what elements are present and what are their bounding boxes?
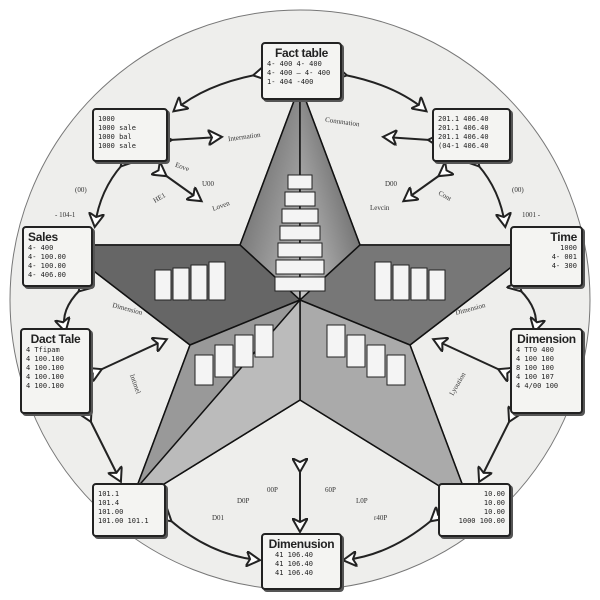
table-title: Fact table <box>274 46 329 60</box>
table-dact-tale[interactable]: Dact Tale 4 Tfipam 4 100.100 4 100.100 4… <box>20 328 91 414</box>
table-dimenusion[interactable]: Dimenusion 41 106.40 41 106.40 41 106.40 <box>261 533 342 590</box>
table-row: 1000 sale <box>98 142 136 150</box>
table-row: 101.00 101.1 <box>98 517 149 525</box>
table-row: 101.4 <box>98 499 120 507</box>
table-fact-table[interactable]: Fact table 4- 400 4- 400 4- 400 — 4- 400… <box>261 42 342 100</box>
table-row: 201.1 406.40 <box>438 133 489 141</box>
table-row: (04-1 406.40 <box>438 142 489 150</box>
table-row: 8 100 100 <box>516 364 554 372</box>
edge-label: 00P <box>267 486 278 494</box>
edge-label: (00) <box>75 186 87 194</box>
table-row: 4 TT0 400 <box>516 346 554 354</box>
table-row: 4- 100.00 <box>28 253 66 261</box>
table-row: 101.1 <box>98 490 120 498</box>
table-row: 4 100 100 <box>516 355 554 363</box>
table-row: 1000 sale <box>98 124 136 132</box>
connector-arrows <box>64 75 536 560</box>
table-row: 201.1 406.40 <box>438 124 489 132</box>
table-row: 1000 bal <box>98 133 132 141</box>
table-row: 4 100.100 <box>26 364 64 372</box>
edge-label: r40P <box>374 514 388 522</box>
table-top-left[interactable]: 1000 1000 sale 1000 bal 1000 sale <box>92 108 168 162</box>
table-title: Time <box>550 230 577 244</box>
edge-label: Levcin <box>370 204 390 212</box>
table-row: 4 100.100 <box>26 382 64 390</box>
table-row: 4 Tfipam <box>26 346 60 354</box>
table-row: 4- 400 <box>28 244 54 252</box>
table-row: 4- 400 4- 400 <box>267 60 322 68</box>
table-row: 10.00 <box>483 499 505 507</box>
edge-label: L0P <box>356 497 368 505</box>
table-row: 4 100.100 <box>26 373 64 381</box>
table-row: 1000 <box>98 115 115 123</box>
table-bottom-right[interactable]: 10.00 10.00 10.00 1000 100.00 <box>438 483 511 537</box>
table-row: 4- 100.00 <box>28 262 66 270</box>
table-row: 10.00 <box>483 508 505 516</box>
edge-label: D00 <box>385 180 398 188</box>
edge-label: D0P <box>237 497 250 505</box>
edge-label: U00 <box>202 180 215 188</box>
table-row: 10.00 <box>483 490 505 498</box>
table-row: 41 106.40 <box>275 560 313 568</box>
table-row: 4 100 107 <box>516 373 554 381</box>
table-dimension[interactable]: Dimension 4 TT0 400 4 100 100 8 100 100 … <box>510 328 583 414</box>
table-row: 41 106.40 <box>275 569 313 577</box>
table-row: 4- 001 <box>551 253 577 261</box>
table-row: 4 100.100 <box>26 355 64 363</box>
table-title: Dimension <box>517 332 576 346</box>
stacked-blocks <box>154 174 446 386</box>
table-title: Dact Tale <box>30 332 81 346</box>
edge-label: 1001 - <box>522 211 541 219</box>
table-row: 201.1 406.40 <box>438 115 489 123</box>
table-row: 1- 404 -400 <box>267 78 314 86</box>
table-title: Dimenusion <box>268 537 335 551</box>
table-row: 1000 <box>560 244 577 252</box>
table-row: 41 106.40 <box>275 551 313 559</box>
table-row: 4- 406.00 <box>28 271 66 279</box>
table-row: 4- 300 <box>551 262 577 270</box>
table-sales[interactable]: Sales 4- 400 4- 100.00 4- 100.00 4- 406.… <box>22 226 93 287</box>
table-top-right[interactable]: 201.1 406.40 201.1 406.40 201.1 406.40 (… <box>432 108 511 162</box>
table-bottom-left[interactable]: 101.1 101.4 101.00 101.00 101.1 <box>92 483 166 537</box>
table-row: 101.00 <box>98 508 124 516</box>
table-row: 4 4/00 100 <box>516 382 559 390</box>
table-row: 1000 100.00 <box>458 517 505 525</box>
edge-label: D01 <box>212 514 225 522</box>
edge-label: - 104-1 <box>55 211 76 219</box>
star-shape <box>57 82 543 507</box>
table-row: 4- 400 — 4- 400 <box>267 69 331 77</box>
edge-label: (00) <box>512 186 524 194</box>
table-time[interactable]: Time 1000 4- 001 4- 300 <box>510 226 583 287</box>
edge-label: 60P <box>325 486 336 494</box>
table-title: Sales <box>28 230 58 244</box>
